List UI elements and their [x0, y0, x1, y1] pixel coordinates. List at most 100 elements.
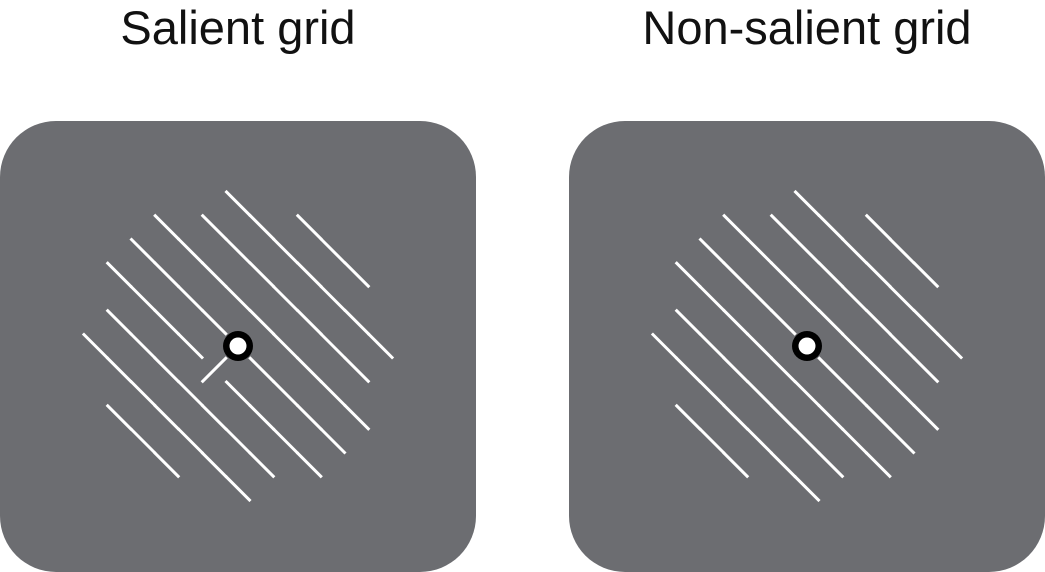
- non-salient-grid-line: [840, 427, 869, 455]
- salient-grid-line: [295, 403, 323, 431]
- non-salient-grid-line: [769, 261, 797, 289]
- non-salient-grid-line: [769, 308, 797, 336]
- non-salient-grid-line: [912, 308, 940, 336]
- non-salient-grid-line: [674, 261, 702, 289]
- non-salient-grid-line: [698, 284, 726, 313]
- salient-grid-line: [248, 451, 276, 479]
- non-salient-grid-panel: [569, 121, 1045, 572]
- salient-grid-line: [129, 284, 157, 313]
- non-salient-grid-line: [674, 308, 702, 336]
- non-salient-grid-title: Non-salient grid: [642, 1, 972, 54]
- non-salient-grid-line: [769, 213, 797, 241]
- salient-grid-line: [129, 379, 157, 408]
- non-salient-grid-line: [864, 213, 892, 241]
- non-salient-grid-line: [793, 189, 821, 217]
- salient-grid-title: Salient grid: [120, 1, 356, 54]
- non-salient-grid-line: [912, 403, 940, 431]
- salient-grid-line: [319, 237, 347, 265]
- salient-grid-line: [271, 379, 300, 408]
- non-salient-grid-line: [888, 332, 916, 360]
- salient-grid-line: [153, 451, 181, 479]
- non-salient-grid-line: [745, 284, 774, 313]
- non-salient-grid-line: [840, 379, 869, 408]
- non-salient-grid-line: [793, 379, 821, 408]
- non-salient-grid-line: [793, 237, 821, 265]
- salient-grid-line: [295, 308, 323, 336]
- non-salient-grid-line: [888, 379, 916, 408]
- non-salient-grid-line: [722, 403, 750, 431]
- salient-grid-line: [295, 213, 323, 241]
- non-salient-grid-line: [745, 237, 774, 265]
- non-salient-grid-line: [840, 284, 869, 313]
- salient-grid-line: [153, 356, 181, 384]
- non-salient-grid-line: [888, 237, 916, 265]
- non-salient-grid-line: [722, 213, 750, 241]
- non-salient-grid-line: [864, 308, 892, 336]
- salient-grid-line: [295, 451, 323, 479]
- salient-grid-line: [105, 356, 133, 384]
- salient-grid-stimulus: [81, 189, 395, 503]
- salient-grid-line: [129, 427, 157, 455]
- non-salient-grid-line: [817, 213, 845, 241]
- salient-grid-line: [176, 237, 205, 265]
- salient-grid-line: [295, 356, 323, 384]
- salient-grid-panel: [0, 121, 476, 572]
- non-salient-grid-line: [888, 427, 916, 455]
- salient-grid-line: [224, 237, 252, 265]
- salient-grid-line: [153, 213, 181, 241]
- non-salient-grid-line: [912, 356, 940, 384]
- non-salient-grid-line: [817, 261, 845, 289]
- salient-grid-line: [271, 237, 300, 265]
- non-salient-grid-line: [769, 451, 797, 479]
- salient-fixation-center: [229, 337, 247, 355]
- salient-grid-line: [248, 356, 276, 384]
- salient-grid-line: [200, 261, 228, 289]
- non-salient-grid-line: [864, 261, 892, 289]
- non-salient-grid-line: [745, 427, 774, 455]
- non-salient-grid-line: [793, 284, 821, 313]
- salient-grid-line: [176, 332, 205, 360]
- salient-grid-line: [248, 261, 276, 289]
- non-salient-grid-line: [745, 332, 774, 360]
- salient-grid-line: [248, 403, 276, 431]
- salient-grid-line: [200, 451, 228, 479]
- salient-grid-line: [129, 237, 157, 265]
- non-salient-grid-line: [722, 356, 750, 384]
- non-salient-grid-line: [674, 403, 702, 431]
- salient-grid-line: [271, 284, 300, 313]
- non-salient-grid-line: [793, 427, 821, 455]
- salient-grid-line: [248, 213, 276, 241]
- salient-grid-line: [224, 427, 252, 455]
- non-salient-grid-line: [840, 332, 869, 360]
- salient-grid-line: [343, 356, 371, 384]
- salient-grid-line: [224, 379, 252, 408]
- non-salient-grid-line: [864, 403, 892, 431]
- salient-grid-line: [105, 403, 133, 431]
- salient-grid-line: [367, 332, 395, 360]
- salient-grid-line: [224, 189, 252, 217]
- salient-grid-line: [295, 261, 323, 289]
- salient-grid-line: [343, 308, 371, 336]
- non-salient-grid-line: [840, 237, 869, 265]
- salient-line-grid: [81, 189, 395, 503]
- non-salient-grid-line: [793, 475, 821, 503]
- salient-grid-line: [81, 332, 109, 360]
- non-salient-grid-line: [769, 356, 797, 384]
- non-salient-grid-line: [698, 237, 726, 265]
- non-salient-grid-stimulus: [650, 189, 964, 503]
- non-salient-grid-line: [912, 261, 940, 289]
- salient-grid-line: [319, 332, 347, 360]
- salient-grid-line: [343, 261, 371, 289]
- salient-grid-line: [319, 379, 347, 408]
- non-salient-grid-line: [698, 332, 726, 360]
- salient-grid-line: [129, 332, 157, 360]
- salient-grid-line: [200, 213, 228, 241]
- non-salient-grid-line: [698, 427, 726, 455]
- salient-grid-line: [176, 379, 205, 408]
- non-salient-fixation-center: [798, 337, 816, 355]
- salient-grid-line: [153, 403, 181, 431]
- non-salient-grid-line: [817, 308, 845, 336]
- non-salient-line-grid: [650, 189, 964, 503]
- salient-grid-line: [200, 308, 228, 336]
- non-salient-grid-line: [769, 403, 797, 431]
